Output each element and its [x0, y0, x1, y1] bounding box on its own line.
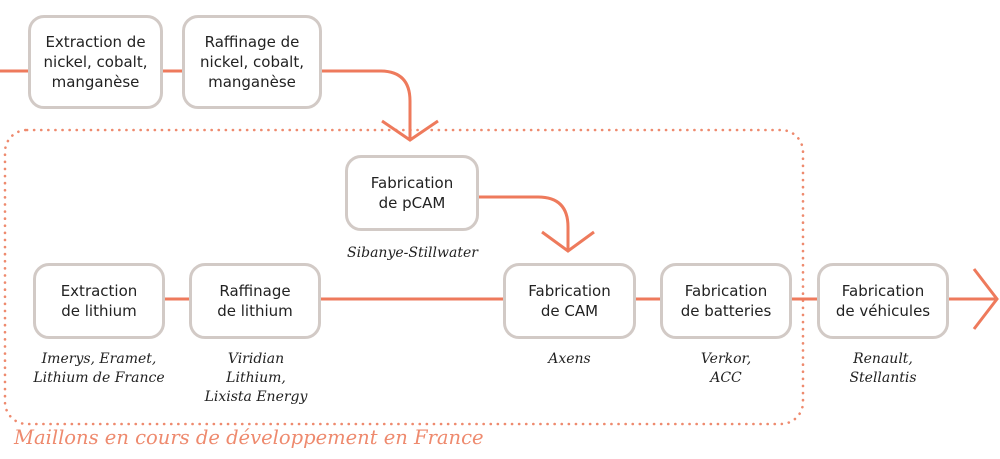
- actor-cam: Axens: [548, 351, 591, 367]
- arrowhead-into-cam: [541, 230, 595, 253]
- node-extraction-nickel-cobalt-manganese: Extraction de nickel, cobalt, manganèse: [28, 15, 163, 109]
- node-label: Fabrication de véhicules: [835, 282, 931, 320]
- node-label: Raffinage de nickel, cobalt, manganèse: [200, 33, 304, 91]
- node-label: Fabrication de pCAM: [370, 174, 454, 212]
- node-fabrication-vehicules: Fabrication de véhicules: [817, 263, 949, 339]
- actor-pcam: Sibanye-Stillwater: [347, 245, 478, 261]
- node-fabrication-cam: Fabrication de CAM: [503, 263, 636, 339]
- node-label: Fabrication de CAM: [528, 282, 611, 320]
- node-raffinage-nickel-cobalt-manganese: Raffinage de nickel, cobalt, manganèse: [182, 15, 322, 109]
- node-label: Raffinage de lithium: [217, 282, 293, 320]
- connector-pcam-to-cam: [477, 195, 570, 250]
- node-raffinage-lithium: Raffinage de lithium: [189, 263, 321, 339]
- node-extraction-lithium: Extraction de lithium: [33, 263, 165, 339]
- node-label: Extraction de nickel, cobalt, manganèse: [43, 33, 148, 91]
- development-zone-border: [3, 128, 805, 426]
- connector-raffinage-nickel-to-zone: [320, 69, 412, 138]
- node-label: Extraction de lithium: [60, 282, 138, 320]
- node-fabrication-batteries: Fabrication de batteries: [660, 263, 792, 339]
- arrowhead-into-zone: [381, 119, 439, 142]
- actor-raffinage-lithium: Viridian Lithium, Lixista Energy: [204, 351, 308, 405]
- arrowhead-exit: [972, 268, 999, 330]
- node-fabrication-pcam: Fabrication de pCAM: [345, 155, 479, 231]
- actor-batteries: Verkor, ACC: [700, 351, 752, 386]
- actor-extraction-lithium: Imerys, Eramet, Lithium de France: [33, 351, 165, 386]
- development-zone-caption: Maillons en cours de développement en Fr…: [14, 426, 484, 449]
- node-label: Fabrication de batteries: [680, 282, 772, 320]
- actor-vehicules: Renault, Stellantis: [849, 351, 917, 386]
